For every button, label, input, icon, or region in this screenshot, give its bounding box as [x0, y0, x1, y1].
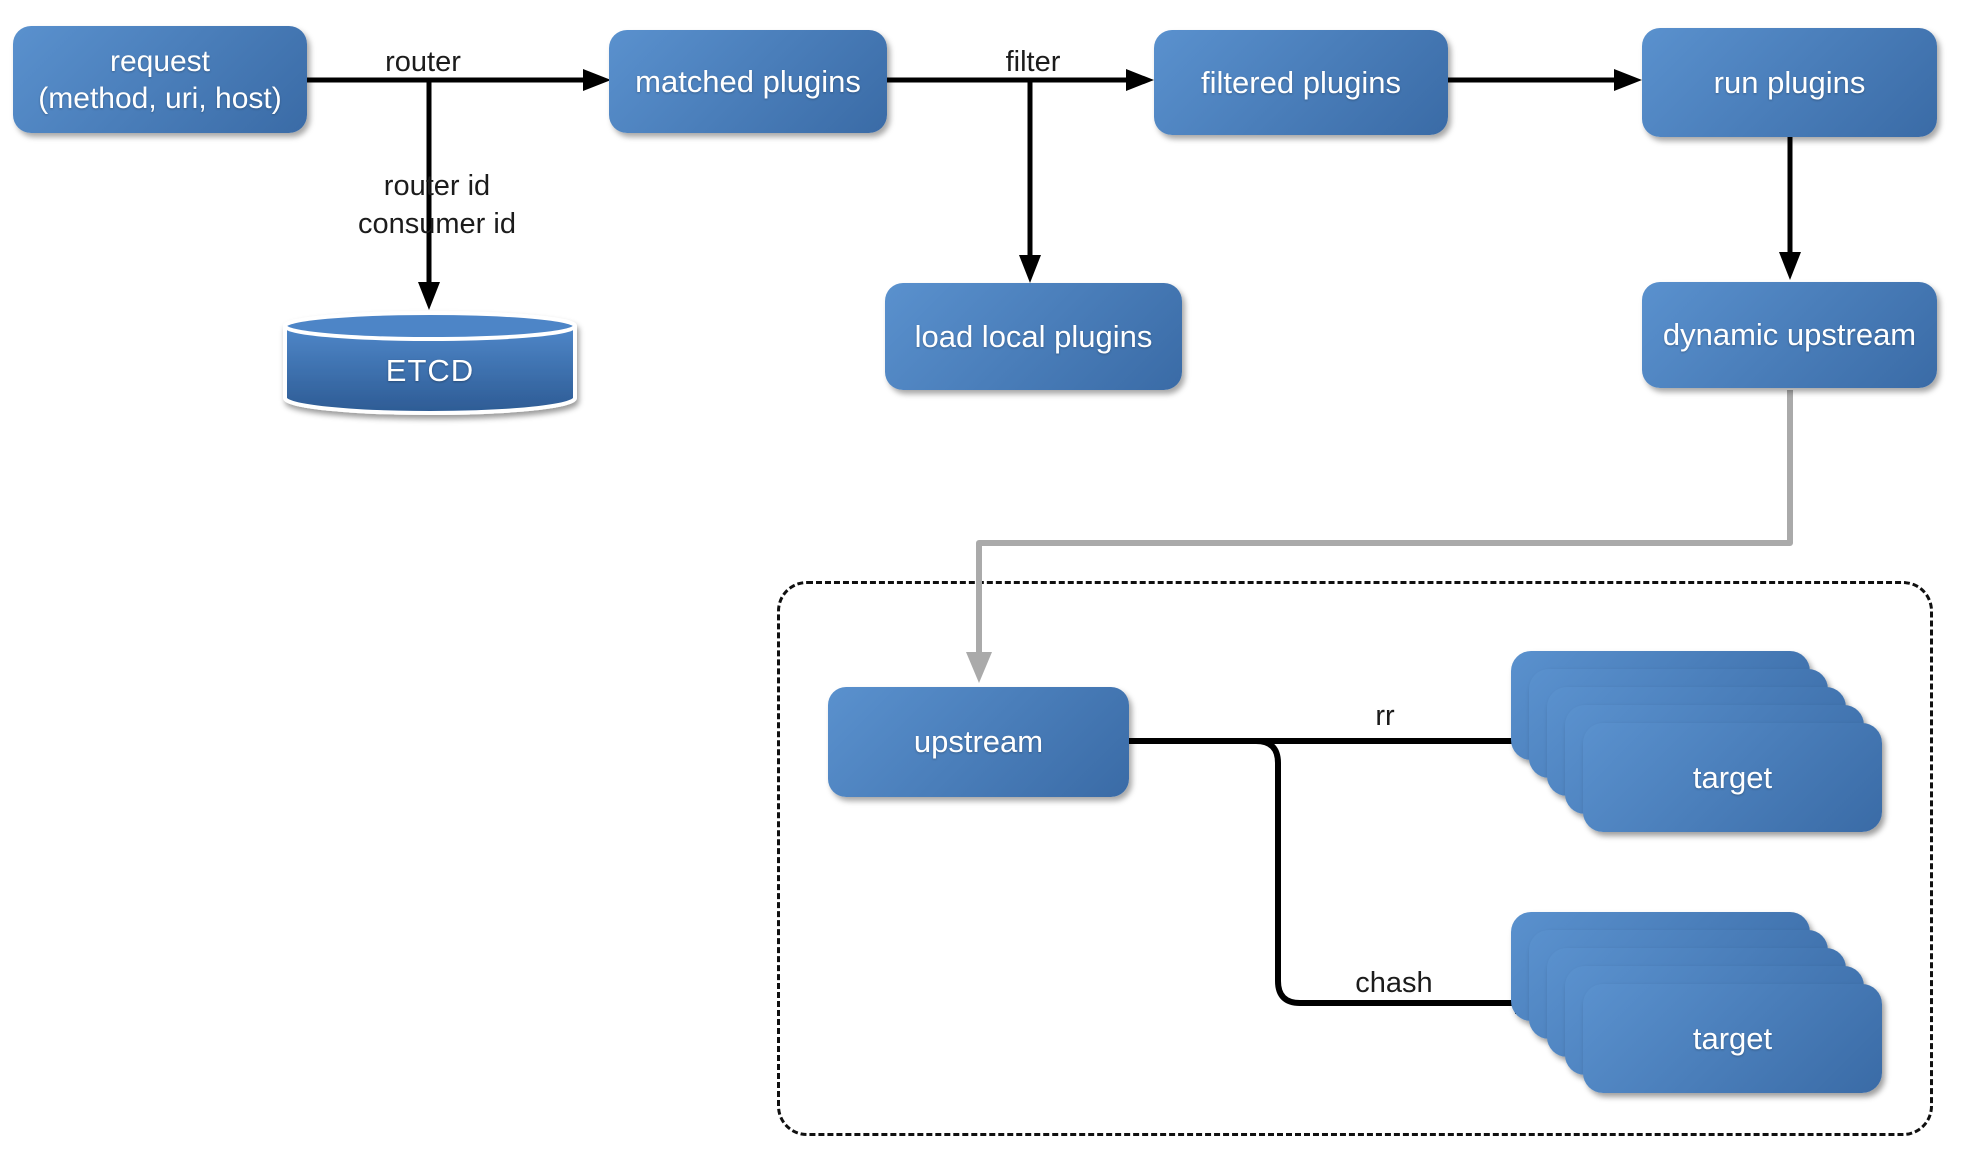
node-load-local-plugins-label: load local plugins [914, 318, 1153, 354]
node-upstream: upstream [828, 687, 1129, 797]
edge-label-chash: chash [1355, 967, 1433, 999]
node-filtered-plugins: filtered plugins [1154, 30, 1448, 135]
node-upstream-label: upstream [913, 724, 1044, 759]
edge-label-router: router [385, 46, 461, 78]
arrow-filter-to-load-local-plugins [1019, 80, 1041, 283]
target-card-front: target [1583, 723, 1882, 832]
node-matched-plugins: matched plugins [609, 30, 887, 133]
edge-label-filter: filter [1005, 46, 1061, 78]
edge-label-router-consumer-id: router id consumer id [358, 167, 516, 243]
node-request: request (method, uri, host) [13, 26, 307, 133]
node-filtered-plugins-label: filtered plugins [1201, 64, 1401, 100]
target-chash-label: target [1692, 1020, 1773, 1056]
edge-label-router-id: router id [383, 170, 491, 202]
arrow-matched-to-filtered-plugins [887, 69, 1154, 91]
arrow-upstream-rr-to-target [1129, 730, 1545, 752]
node-load-local-plugins: load local plugins [885, 283, 1182, 390]
target-stack-rr: target [1511, 651, 1883, 833]
arrow-router-to-etcd [418, 80, 440, 310]
node-request-label-line2: (method, uri, host) [38, 81, 282, 115]
edge-label-rr: rr [1375, 700, 1395, 732]
arrow-run-plugins-to-dynamic-upstream [1779, 137, 1801, 280]
node-etcd-label: ETCD [385, 353, 475, 388]
node-matched-plugins-label: matched plugins [635, 63, 861, 99]
edge-label-consumer-id: consumer id [358, 208, 516, 240]
node-dynamic-upstream: dynamic upstream [1642, 282, 1937, 388]
target-rr-label: target [1692, 759, 1773, 795]
node-run-plugins-label: run plugins [1713, 64, 1866, 100]
arrow-dynamic-upstream-to-upstream [966, 390, 1793, 683]
upstream-cluster-container [777, 581, 1933, 1136]
target-card-front: target [1583, 984, 1882, 1093]
node-run-plugins: run plugins [1642, 28, 1937, 137]
node-dynamic-upstream-label: dynamic upstream [1662, 317, 1917, 352]
arrow-request-to-matched-plugins [307, 69, 611, 91]
target-stack-chash: target [1511, 912, 1883, 1094]
node-request-label-line1: request [109, 44, 211, 78]
arrow-filtered-to-run-plugins [1448, 69, 1642, 91]
etcd-cylinder [283, 311, 577, 415]
